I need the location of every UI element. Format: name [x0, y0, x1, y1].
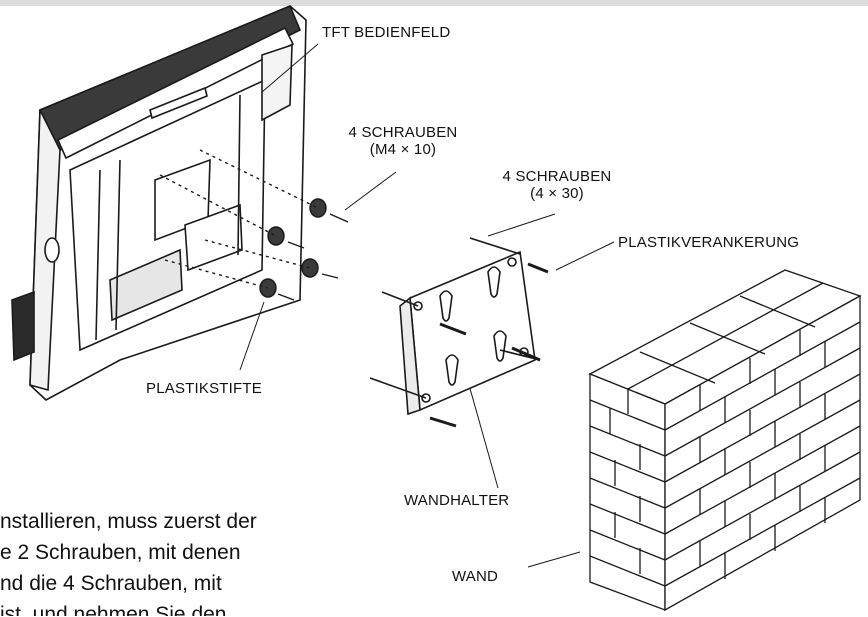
label-4x30-screws-size: (4 × 30)	[530, 185, 584, 202]
label-m4-screws-size: (M4 × 10)	[369, 141, 437, 158]
label-wall-bracket: WANDHALTER	[404, 492, 510, 509]
label-4x30-screws-title: 4 SCHRAUBEN	[502, 168, 612, 185]
instruction-line-2: e 2 Schrauben, mit denen	[0, 541, 241, 564]
brick-wall-drawing	[588, 269, 862, 612]
instruction-text: nstallieren, muss zuerst der e 2 Schraub…	[0, 506, 400, 616]
label-wall: WAND	[452, 568, 499, 585]
label-m4-screws-title: 4 SCHRAUBEN	[348, 124, 458, 141]
tft-panel-drawing	[11, 4, 307, 401]
label-tft-panel: TFT BEDIENFELD	[322, 24, 451, 41]
instruction-line-4: ist, und nehmen Sie den	[0, 603, 227, 616]
label-m4-screws: 4 SCHRAUBEN (M4 × 10)	[338, 124, 468, 158]
wall-bracket-drawing	[369, 237, 549, 428]
label-plastic-anchor: PLASTIKVERANKERUNG	[618, 234, 800, 251]
instruction-line-3: nd die 4 Schrauben, mit	[0, 572, 222, 595]
label-4x30-screws: 4 SCHRAUBEN (4 × 30)	[492, 168, 622, 202]
instruction-line-1: nstallieren, muss zuerst der	[0, 510, 257, 533]
m4-screws-group	[159, 149, 349, 301]
top-strip	[0, 0, 868, 6]
leader-lines	[239, 43, 615, 568]
label-plastic-pins: PLASTIKSTIFTE	[146, 380, 262, 397]
